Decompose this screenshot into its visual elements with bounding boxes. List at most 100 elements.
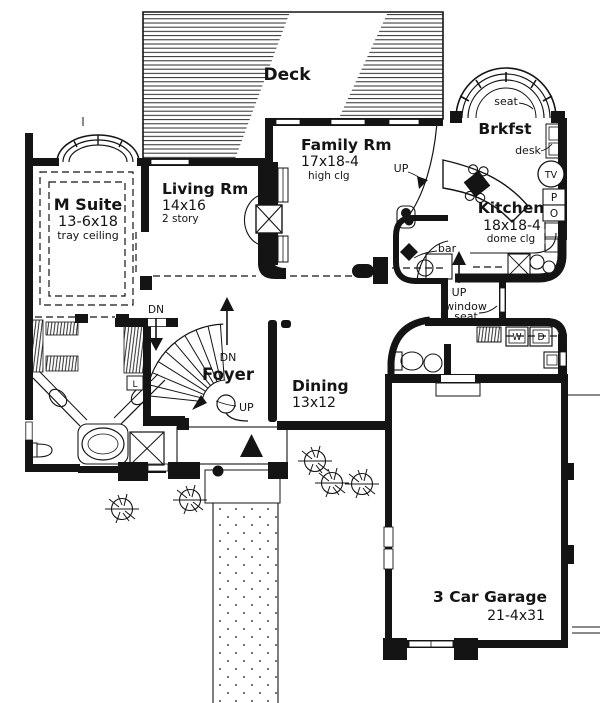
window-living-north — [150, 159, 190, 165]
living-label: Living Rm — [162, 180, 248, 198]
washer-label: W — [512, 332, 522, 343]
family-ceiling: high clg — [308, 170, 350, 182]
seat-label: seat — [494, 95, 518, 108]
porch-column — [212, 465, 224, 477]
brkfst-label: Brkfst — [478, 120, 532, 138]
up-foyer-label: UP — [239, 401, 254, 414]
garage-label: 3 Car Garage — [433, 588, 547, 606]
dashed-lines — [35, 171, 564, 337]
dining-dims: 13x12 — [292, 395, 336, 411]
desk-label: desk — [515, 144, 541, 157]
kitchen-fixtures — [396, 121, 567, 281]
dn-foyer-label: DN — [220, 351, 237, 364]
tray-ceiling-outline-inner — [48, 181, 126, 297]
vanity-sink-icon — [48, 388, 68, 408]
bar-sink-icon — [400, 243, 418, 261]
dryer-label: D — [537, 332, 544, 343]
living-note: 2 story — [162, 213, 199, 225]
laundry-fixtures — [393, 326, 561, 373]
kitchen-up-arrow — [452, 251, 466, 265]
closet-hatch — [45, 321, 79, 336]
kitchen-island — [442, 159, 529, 224]
back-stair-newel — [396, 205, 416, 229]
window-family-north — [275, 119, 420, 125]
fireplace — [243, 167, 289, 263]
toilet-icon — [393, 351, 403, 371]
mud-closet — [476, 326, 502, 343]
pantry-label: P — [551, 192, 557, 204]
dining-label: Dining — [292, 377, 349, 395]
closet-hatch — [123, 319, 145, 374]
back-stair-rail — [406, 121, 438, 219]
window-garage-west-1 — [383, 526, 394, 548]
oven-cabinet — [542, 204, 566, 222]
tray-ceiling-outline — [39, 171, 134, 306]
garage-entry-door-gap — [441, 375, 475, 382]
room-labels: Deck M Suite 13-6x18 tray ceiling Living… — [54, 65, 558, 624]
kitchen-ceiling: dome clg — [487, 233, 535, 245]
walkway — [213, 503, 278, 703]
toilet-icon — [29, 442, 38, 458]
dishwasher-icon — [507, 253, 531, 277]
window-left-wall — [25, 421, 33, 441]
window-seat-label-1: window — [445, 300, 487, 313]
window-seat-window — [499, 287, 506, 313]
bar-label: bar — [438, 242, 457, 255]
garage-dims: 21-4x31 — [487, 608, 545, 624]
closet-hatch — [45, 355, 79, 372]
foyer-up-arrow — [220, 297, 234, 311]
window-seat-label-2: seat — [454, 310, 478, 323]
up-kitchen-label: UP — [452, 286, 467, 299]
main-stair — [145, 323, 249, 422]
oven-label: O — [550, 208, 558, 220]
up-backstair-label: UP — [394, 162, 409, 175]
shower-icon — [129, 431, 165, 466]
tub-bay — [77, 423, 129, 465]
linen-closet — [126, 375, 144, 391]
site-features — [104, 394, 600, 703]
entry-marker-triangle — [240, 434, 263, 457]
garage-entry-step — [435, 382, 481, 397]
stair-dn-gap — [148, 318, 166, 327]
m-suite-bay-window — [56, 134, 140, 163]
linen-label: L — [132, 380, 137, 390]
porch-slab — [176, 426, 288, 465]
dn-hall-label: DN — [148, 304, 164, 316]
bush-icon — [344, 468, 380, 499]
utility-sink-icon — [543, 351, 561, 369]
window-garage-west-2 — [383, 548, 394, 570]
cooktop-icon — [463, 164, 491, 203]
bush-icon — [104, 493, 140, 524]
m-suite-ceiling: tray ceiling — [57, 229, 119, 242]
kitchen-label: Kitchen — [478, 199, 545, 217]
stair-direction-arrow — [192, 395, 207, 410]
master-bath-fixtures — [29, 319, 166, 466]
living-dims: 14x16 — [162, 198, 206, 214]
kitchen-sink-icon — [529, 254, 545, 270]
kitchen-dims: 18x18-4 — [483, 218, 541, 234]
window-seat-leader — [478, 305, 498, 314]
m-suite-label: M Suite — [54, 195, 123, 214]
tub-icon — [81, 427, 125, 461]
tv-label: TV — [544, 170, 558, 181]
bush-icon — [172, 484, 208, 515]
m-suite-dims: 13-6x18 — [58, 214, 118, 230]
desk-nook — [545, 123, 567, 159]
window-front — [147, 463, 169, 472]
brkfst-bay-window — [455, 67, 557, 119]
bush-icon — [297, 445, 333, 476]
closet-hatch — [29, 319, 44, 373]
deck-label: Deck — [263, 65, 311, 85]
powder-sink-icon — [423, 353, 443, 373]
window-mud-east — [558, 351, 567, 367]
windows — [25, 119, 567, 648]
family-label: Family Rm — [301, 136, 392, 154]
foyer-label: Foyer — [202, 365, 255, 384]
tv-niche-icon — [537, 160, 565, 188]
bar-counter — [416, 240, 449, 281]
bush-icon — [314, 467, 350, 498]
family-dims: 17x18-4 — [301, 154, 359, 170]
dn-arrow — [149, 338, 163, 351]
